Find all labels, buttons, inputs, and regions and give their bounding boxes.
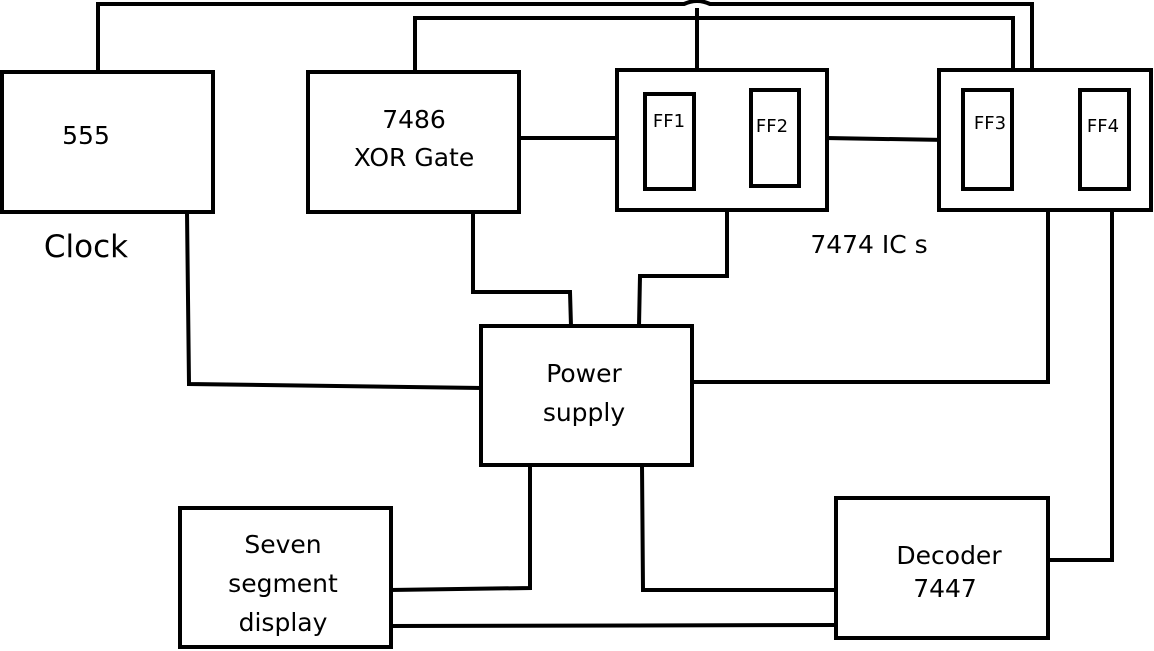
decoder-7447-block: Decoder 7447 <box>834 496 1050 640</box>
power-supply-label-line2: supply <box>543 398 626 427</box>
wire-ff2-to-ff3 <box>824 135 948 143</box>
ff1-block <box>643 92 696 191</box>
wire-power-to-decoder <box>639 462 838 592</box>
wire-clock-to-ff-top <box>96 0 1034 74</box>
ff2-label: FF2 <box>756 116 788 137</box>
wire-clock-to-power <box>184 209 483 391</box>
wire-power-to-ic2 <box>691 209 1050 384</box>
timer-555-block: 555 <box>0 70 215 214</box>
ff4-label: FF4 <box>1087 116 1119 137</box>
xor-gate-label-line1: 7486 <box>382 105 446 134</box>
decoder-label-line1: Decoder <box>896 541 1002 570</box>
ff4-block <box>1078 88 1131 191</box>
wire-ic1-to-power <box>636 208 729 329</box>
ff2-block <box>749 88 801 188</box>
ff3-block <box>961 88 1014 191</box>
ic-7474-second: FF3 FF4 <box>937 68 1153 212</box>
seven-segment-label-line2: segment <box>228 569 338 598</box>
connection-wires <box>96 0 1114 629</box>
ff3-label: FF3 <box>974 113 1006 134</box>
seven-segment-label-line3: display <box>239 608 328 637</box>
power-supply-block: Power supply <box>479 324 694 467</box>
wire-ff4-to-decoder <box>1047 204 1114 562</box>
decoder-label-line2: 7447 <box>913 574 977 603</box>
power-supply-label-line1: Power <box>546 359 622 388</box>
ic-7474-caption: 7474 IC s <box>810 230 927 259</box>
seven-segment-label-line1: Seven <box>244 530 321 559</box>
wire-decoder-to-display <box>389 622 839 629</box>
ic-7474-first: FF1 FF2 <box>615 68 829 212</box>
xor-gate-block: 7486 XOR Gate <box>306 70 521 214</box>
wire-power-to-display <box>389 463 532 593</box>
ff1-label: FF1 <box>653 111 685 132</box>
timer-555-label: 555 <box>62 121 110 150</box>
clock-caption: Clock <box>44 229 128 265</box>
wire-xor-to-power <box>471 210 574 329</box>
wire-xor-to-ff3 <box>413 16 1015 74</box>
seven-segment-display-block: Seven segment display <box>178 506 393 649</box>
xor-gate-label-line2: XOR Gate <box>354 143 474 172</box>
